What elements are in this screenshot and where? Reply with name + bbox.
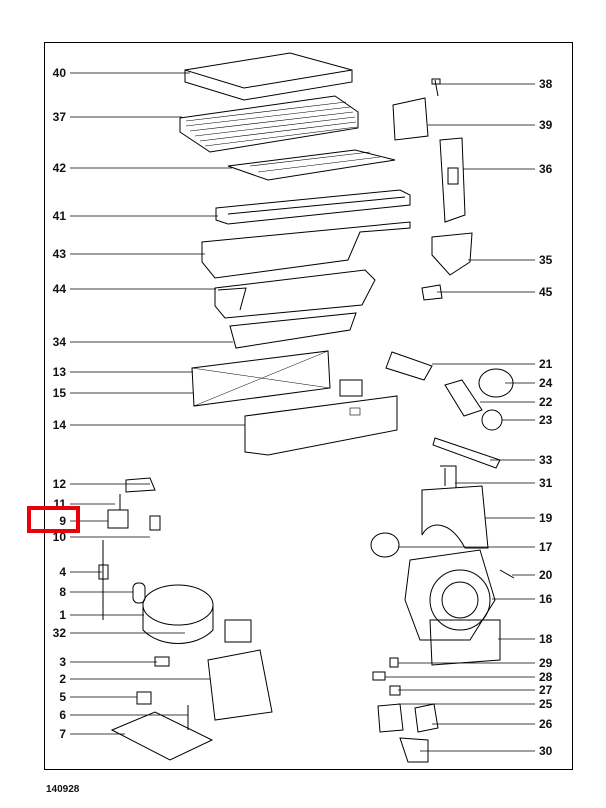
callout-8: 8 — [59, 585, 66, 599]
callout-35: 35 — [539, 253, 553, 267]
callout-15: 15 — [52, 386, 66, 400]
part-32-terminal-cluster — [224, 619, 252, 643]
part-38-screw — [431, 78, 441, 97]
callout-23: 23 — [539, 413, 553, 427]
part-8-capacitor — [132, 582, 146, 604]
callout-7: 7 — [59, 727, 66, 741]
callout-32: 32 — [52, 626, 66, 640]
callout-24: 24 — [539, 376, 553, 390]
callout-30: 30 — [539, 744, 553, 758]
part-10-clip — [149, 515, 161, 531]
part-19-fan-shroud — [421, 485, 489, 549]
callout-19: 19 — [539, 511, 553, 525]
part-43-channel — [201, 221, 411, 279]
callout-25: 25 — [539, 697, 553, 711]
part-18-fan-cover — [429, 619, 501, 666]
part-22-lamp-cover — [444, 379, 483, 417]
callout-5: 5 — [59, 690, 66, 704]
callout-40: 40 — [52, 66, 66, 80]
part-39-clips — [392, 97, 429, 141]
callout-42: 42 — [52, 161, 66, 175]
part-25-valve — [377, 703, 404, 733]
part-29-part — [389, 657, 399, 668]
part-1-compressor — [142, 584, 214, 644]
part-15-connector — [339, 379, 363, 397]
drawing-reference-number: 140928 — [46, 784, 80, 795]
left-leader-lines — [70, 72, 245, 735]
part-42-drip-tray — [227, 149, 396, 181]
part-23-bulb — [481, 409, 503, 431]
callout-16: 16 — [539, 592, 553, 606]
part-16-fan-assembly — [404, 549, 496, 641]
part-34-tray — [229, 312, 357, 349]
callout-12: 12 — [52, 477, 66, 491]
callout-26: 26 — [539, 717, 553, 731]
callout-4: 4 — [59, 565, 66, 579]
callout-44: 44 — [52, 282, 66, 296]
part-24-lamp — [478, 368, 514, 398]
callout-31: 31 — [539, 476, 553, 490]
part-4-thermostat — [98, 540, 109, 620]
callout-14: 14 — [52, 418, 66, 432]
callout-20: 20 — [539, 568, 553, 582]
callout-2: 2 — [59, 672, 66, 686]
callout-39: 39 — [539, 118, 553, 132]
callout-18: 18 — [539, 632, 553, 646]
part-37-evaporator — [179, 95, 359, 153]
callout-1: 1 — [59, 608, 66, 622]
part-9-relay — [107, 494, 129, 529]
part-33-strip — [432, 437, 501, 469]
part-41-duct — [215, 189, 411, 225]
part-30-bracket — [399, 737, 429, 763]
callout-45: 45 — [539, 285, 553, 299]
part-36-bracket — [439, 137, 466, 223]
callout-43: 43 — [52, 247, 66, 261]
callout-28: 28 — [539, 670, 553, 684]
part-20-screw — [499, 569, 515, 579]
highlight-box — [27, 506, 80, 533]
part-2-cover-box — [207, 649, 273, 721]
callout-17: 17 — [539, 540, 553, 554]
callout-13: 13 — [52, 365, 66, 379]
part-13-panel — [191, 350, 331, 407]
callout-9: 9 — [59, 514, 66, 528]
part-17-fan-motor — [370, 532, 400, 558]
callout-37: 37 — [52, 110, 66, 124]
part-12-bracket — [125, 477, 156, 493]
part-5-valve — [136, 691, 152, 705]
callout-36: 36 — [539, 162, 553, 176]
part-31-bracket — [440, 465, 457, 488]
part-3-grommet — [154, 656, 170, 667]
diagram-frame — [44, 42, 573, 770]
callout-38: 38 — [539, 77, 553, 91]
callout-41: 41 — [52, 209, 66, 223]
callout-27: 27 — [539, 683, 553, 697]
part-35-thermostat-bracket — [431, 232, 473, 276]
callout-3: 3 — [59, 655, 66, 669]
callout-22: 22 — [539, 395, 553, 409]
callout-34: 34 — [52, 335, 66, 349]
part-27-part — [389, 685, 401, 696]
callout-6: 6 — [59, 708, 66, 722]
part-26-valve — [414, 703, 439, 733]
right-leader-lines — [385, 83, 535, 752]
part-28-part — [372, 671, 386, 681]
part-21-bulb-holder — [385, 351, 433, 381]
callout-10: 10 — [52, 530, 66, 544]
callout-29: 29 — [539, 656, 553, 670]
part-40-top-cover — [184, 52, 353, 101]
callout-21: 21 — [539, 357, 553, 371]
part-14-cover-panel — [244, 395, 398, 456]
part-44-channel — [214, 269, 376, 319]
part-45-clip — [421, 284, 443, 301]
callout-33: 33 — [539, 453, 553, 467]
part-7-base-plate — [110, 711, 214, 761]
